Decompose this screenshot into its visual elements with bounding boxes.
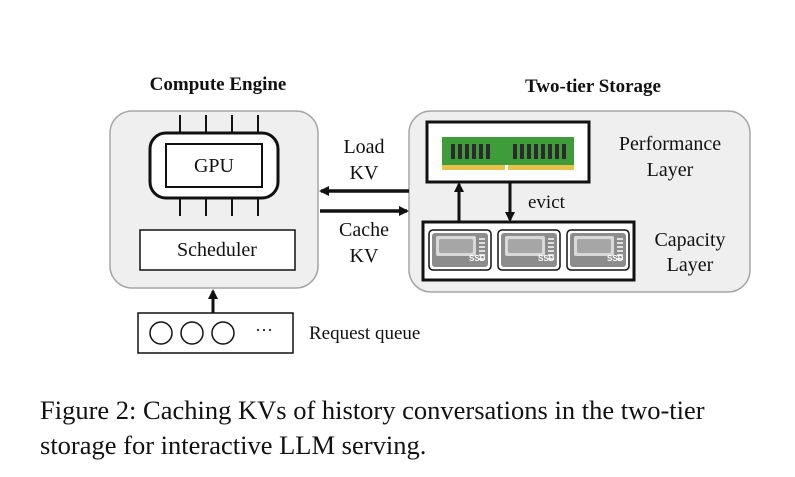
capacity-layer-label-2: Layer	[667, 254, 714, 276]
request-queue-label: Request queue	[309, 323, 420, 344]
cache-kv-label-2: KV	[350, 245, 379, 267]
performance-layer-label-2: Layer	[647, 159, 694, 181]
scheduler-box	[139, 229, 296, 271]
svg-text:SSD: SSD	[469, 254, 486, 263]
performance-layer-label-1: Performance	[619, 133, 721, 155]
queue-slot-icon	[149, 321, 173, 345]
queue-ellipsis: ···	[255, 320, 273, 340]
queue-slot-icon	[180, 321, 204, 345]
compute-engine-title: Compute Engine	[150, 74, 287, 95]
queue-slot-icon	[211, 321, 235, 345]
gpu-chip-icon	[148, 115, 280, 216]
svg-text:SSD: SSD	[607, 254, 624, 263]
capacity-layer-label-1: Capacity	[654, 229, 725, 251]
scheduler-label: Scheduler	[177, 239, 257, 261]
kv-cache-diagram: Compute Engine Two-tier Storage GPU Sche…	[109, 74, 751, 354]
ssd-icon: SSD	[497, 229, 561, 271]
ram-module-icon	[442, 137, 574, 170]
load-kv-label-1: Load	[343, 136, 384, 158]
storage-title: Two-tier Storage	[525, 76, 661, 97]
svg-text:SSD: SSD	[538, 254, 555, 263]
gpu-label: GPU	[194, 155, 235, 177]
figure-caption: Figure 2: Caching KVs of history convers…	[40, 395, 705, 460]
cache-kv-label-1: Cache	[339, 219, 389, 241]
ssd-icon: SSD	[428, 229, 492, 271]
evict-label: evict	[528, 192, 566, 213]
ssd-icon: SSD	[566, 229, 630, 271]
load-kv-label-2: KV	[350, 162, 379, 184]
